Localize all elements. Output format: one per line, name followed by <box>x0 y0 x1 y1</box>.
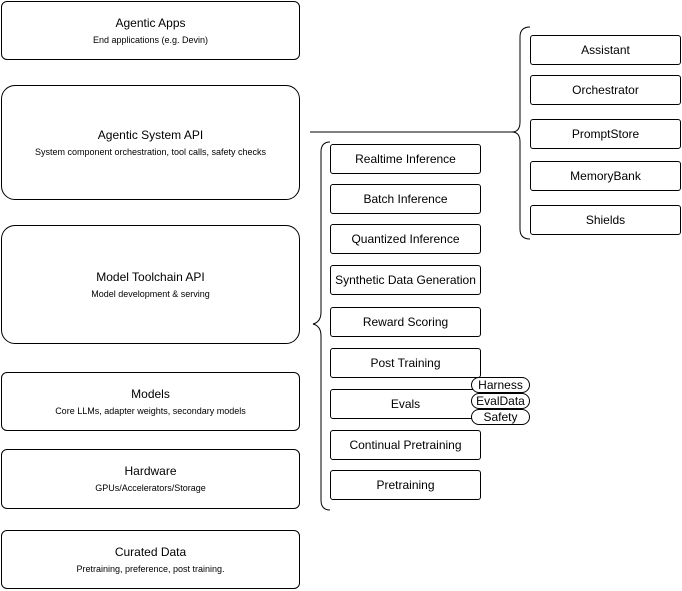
toolchain-pretraining: Pretraining <box>330 470 481 500</box>
hardware-layer: Hardware GPUs/Accelerators/Storage <box>1 449 300 509</box>
agentic-system-api-layer: Agentic System API System component orch… <box>1 85 300 200</box>
models-subtitle: Core LLMs, adapter weights, secondary mo… <box>55 405 246 416</box>
curated-data-subtitle: Pretraining, preference, post training. <box>76 563 225 574</box>
agentic-orchestrator: Orchestrator <box>530 75 681 105</box>
curated-data-layer: Curated Data Pretraining, preference, po… <box>1 530 300 589</box>
agentic-promptstore: PromptStore <box>530 119 681 149</box>
toolchain-components-brace <box>312 141 331 511</box>
hardware-subtitle: GPUs/Accelerators/Storage <box>95 483 206 493</box>
toolchain-reward-scoring: Reward Scoring <box>330 307 481 337</box>
agentic-memorybank: MemoryBank <box>530 161 681 191</box>
model-toolchain-api-layer: Model Toolchain API Model development & … <box>1 225 300 344</box>
toolchain-realtime-inference: Realtime Inference <box>330 144 481 174</box>
agentic-apps-title: Agentic Apps <box>115 15 186 30</box>
agentic-assistant: Assistant <box>530 35 681 65</box>
agentic-apps-subtitle: End applications (e.g. Devin) <box>92 34 209 45</box>
eval-evaldata-pill: EvalData <box>471 393 530 409</box>
models-layer: Models Core LLMs, adapter weights, secon… <box>1 372 300 431</box>
agentic-system-api-subtitle: System component orchestration, tool cal… <box>34 146 267 157</box>
toolchain-continual-pretraining: Continual Pretraining <box>330 430 481 460</box>
hardware-title: Hardware <box>124 464 177 478</box>
model-toolchain-api-title: Model Toolchain API <box>96 269 205 284</box>
toolchain-batch-inference: Batch Inference <box>330 184 481 214</box>
agentic-shields: Shields <box>530 205 681 235</box>
toolchain-post-training: Post Training <box>330 348 481 378</box>
eval-safety-pill: Safety <box>471 409 530 425</box>
agentic-apps-layer: Agentic Apps End applications (e.g. Devi… <box>1 1 300 60</box>
models-title: Models <box>131 386 170 401</box>
agentic-system-api-title: Agentic System API <box>97 127 204 142</box>
curated-data-title: Curated Data <box>114 544 187 559</box>
toolchain-synthetic-data-generation: Synthetic Data Generation <box>330 265 481 295</box>
toolchain-evals: Evals <box>330 389 481 419</box>
model-toolchain-api-subtitle: Model development & serving <box>91 288 210 299</box>
toolchain-quantized-inference: Quantized Inference <box>330 224 481 254</box>
agentic-components-brace <box>511 26 531 240</box>
eval-harness-pill: Harness <box>471 377 530 393</box>
